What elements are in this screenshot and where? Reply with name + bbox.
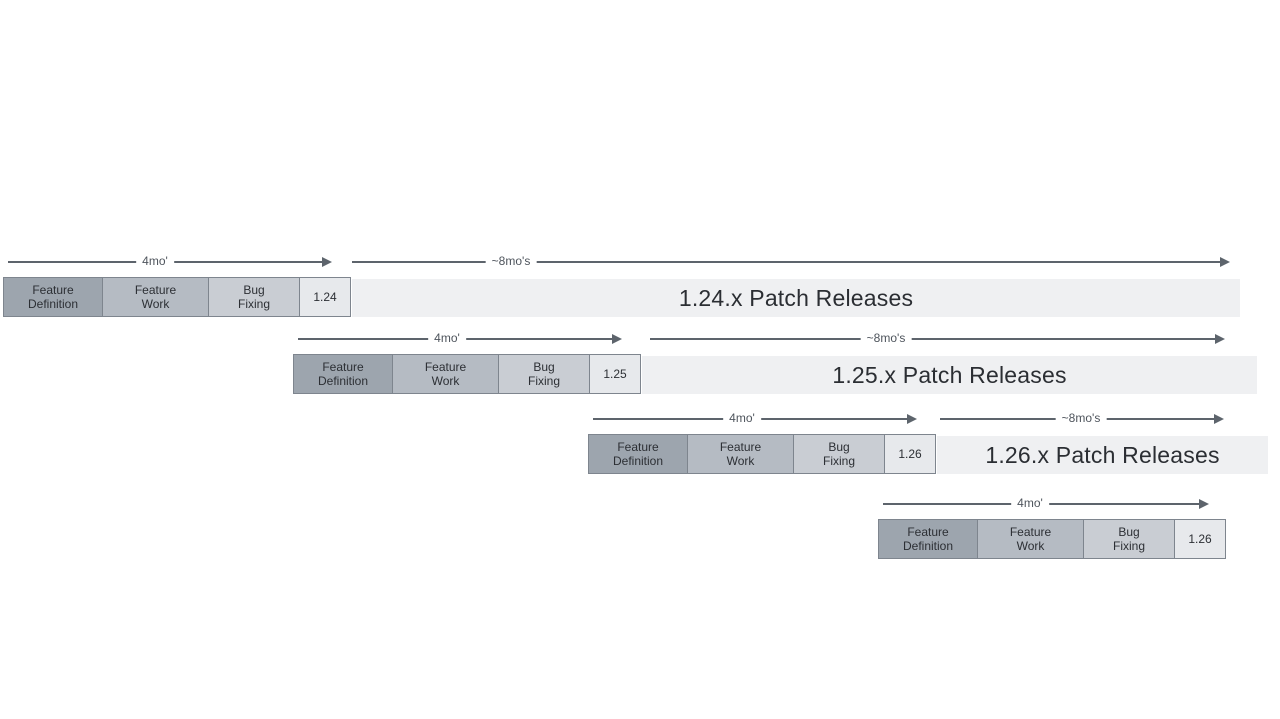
version-box: 1.24 [299, 277, 351, 317]
phase-label: Fixing [527, 374, 560, 388]
cycle-arrow-4mo: 4mo' [883, 496, 1209, 510]
phase-label: Feature [617, 440, 659, 454]
cycle-arrow-label: 4mo' [428, 331, 466, 345]
phase-label: Definition [317, 374, 369, 388]
phase-label: Work [726, 454, 755, 468]
phase-label: Definition [612, 454, 664, 468]
cycle-arrow-label: 4mo' [1011, 496, 1049, 510]
phase-label: Work [431, 374, 460, 388]
release-phase-group: Feature Definition Feature Work Bug Fixi… [293, 354, 641, 394]
cycle-arrow-label: 4mo' [723, 411, 761, 425]
phase-box-bug-fixing: Bug Fixing [1083, 519, 1175, 559]
patch-releases-bar: 1.26.x Patch Releases [937, 436, 1268, 474]
phase-label: Definition [27, 297, 79, 311]
patch-window-arrow-8mos: ~8mo's [352, 254, 1230, 268]
phase-label: Bug [828, 440, 850, 454]
phase-label: Definition [902, 539, 954, 553]
phase-label: Bug [1118, 525, 1140, 539]
phase-label: Fixing [237, 297, 270, 311]
phase-label: Feature [719, 440, 762, 454]
patch-releases-bar: 1.25.x Patch Releases [642, 356, 1257, 394]
phase-box-feature-definition: Feature Definition [588, 434, 688, 474]
cycle-arrow-4mo: 4mo' [8, 254, 332, 268]
phase-label: Work [1016, 539, 1045, 553]
patch-releases-bar: 1.24.x Patch Releases [352, 279, 1240, 317]
version-label: 1.26 [1188, 532, 1212, 546]
phase-label: Work [141, 297, 170, 311]
patch-window-arrow-8mos: ~8mo's [650, 331, 1225, 345]
release-phase-group: Feature Definition Feature Work Bug Fixi… [878, 519, 1226, 559]
phase-box-bug-fixing: Bug Fixing [793, 434, 885, 474]
phase-box-feature-work: Feature Work [102, 277, 209, 317]
patch-releases-label: 1.24.x Patch Releases [678, 284, 914, 311]
phase-box-feature-work: Feature Work [977, 519, 1084, 559]
phase-label: Feature [322, 360, 364, 374]
version-label: 1.25 [603, 367, 627, 381]
cycle-arrow-4mo: 4mo' [298, 331, 622, 345]
patch-window-arrow-8mos: ~8mo's [940, 411, 1224, 425]
phase-box-feature-definition: Feature Definition [3, 277, 103, 317]
phase-label: Feature [134, 283, 177, 297]
patch-window-label: ~8mo's [860, 331, 912, 345]
phase-box-feature-definition: Feature Definition [878, 519, 978, 559]
patch-releases-label: 1.26.x Patch Releases [985, 441, 1220, 468]
cycle-arrow-label: 4mo' [136, 254, 174, 268]
phase-box-feature-work: Feature Work [392, 354, 499, 394]
cycle-arrow-4mo: 4mo' [593, 411, 917, 425]
phase-label: Feature [1009, 525, 1052, 539]
phase-box-bug-fixing: Bug Fixing [498, 354, 590, 394]
phase-label: Bug [533, 360, 555, 374]
version-box: 1.26 [884, 434, 936, 474]
phase-box-feature-work: Feature Work [687, 434, 794, 474]
phase-label: Bug [243, 283, 265, 297]
version-label: 1.24 [313, 290, 337, 304]
phase-label: Feature [32, 283, 74, 297]
patch-window-label: ~8mo's [485, 254, 537, 268]
phase-box-feature-definition: Feature Definition [293, 354, 393, 394]
phase-label: Feature [424, 360, 467, 374]
version-box: 1.26 [1174, 519, 1226, 559]
phase-box-bug-fixing: Bug Fixing [208, 277, 300, 317]
release-phase-group: Feature Definition Feature Work Bug Fixi… [3, 277, 351, 317]
patch-releases-label: 1.25.x Patch Releases [832, 361, 1067, 388]
phase-label: Feature [907, 525, 949, 539]
patch-window-label: ~8mo's [1055, 411, 1107, 425]
phase-label: Fixing [1112, 539, 1145, 553]
version-label: 1.26 [898, 447, 922, 461]
version-box: 1.25 [589, 354, 641, 394]
release-phase-group: Feature Definition Feature Work Bug Fixi… [588, 434, 936, 474]
phase-label: Fixing [822, 454, 855, 468]
